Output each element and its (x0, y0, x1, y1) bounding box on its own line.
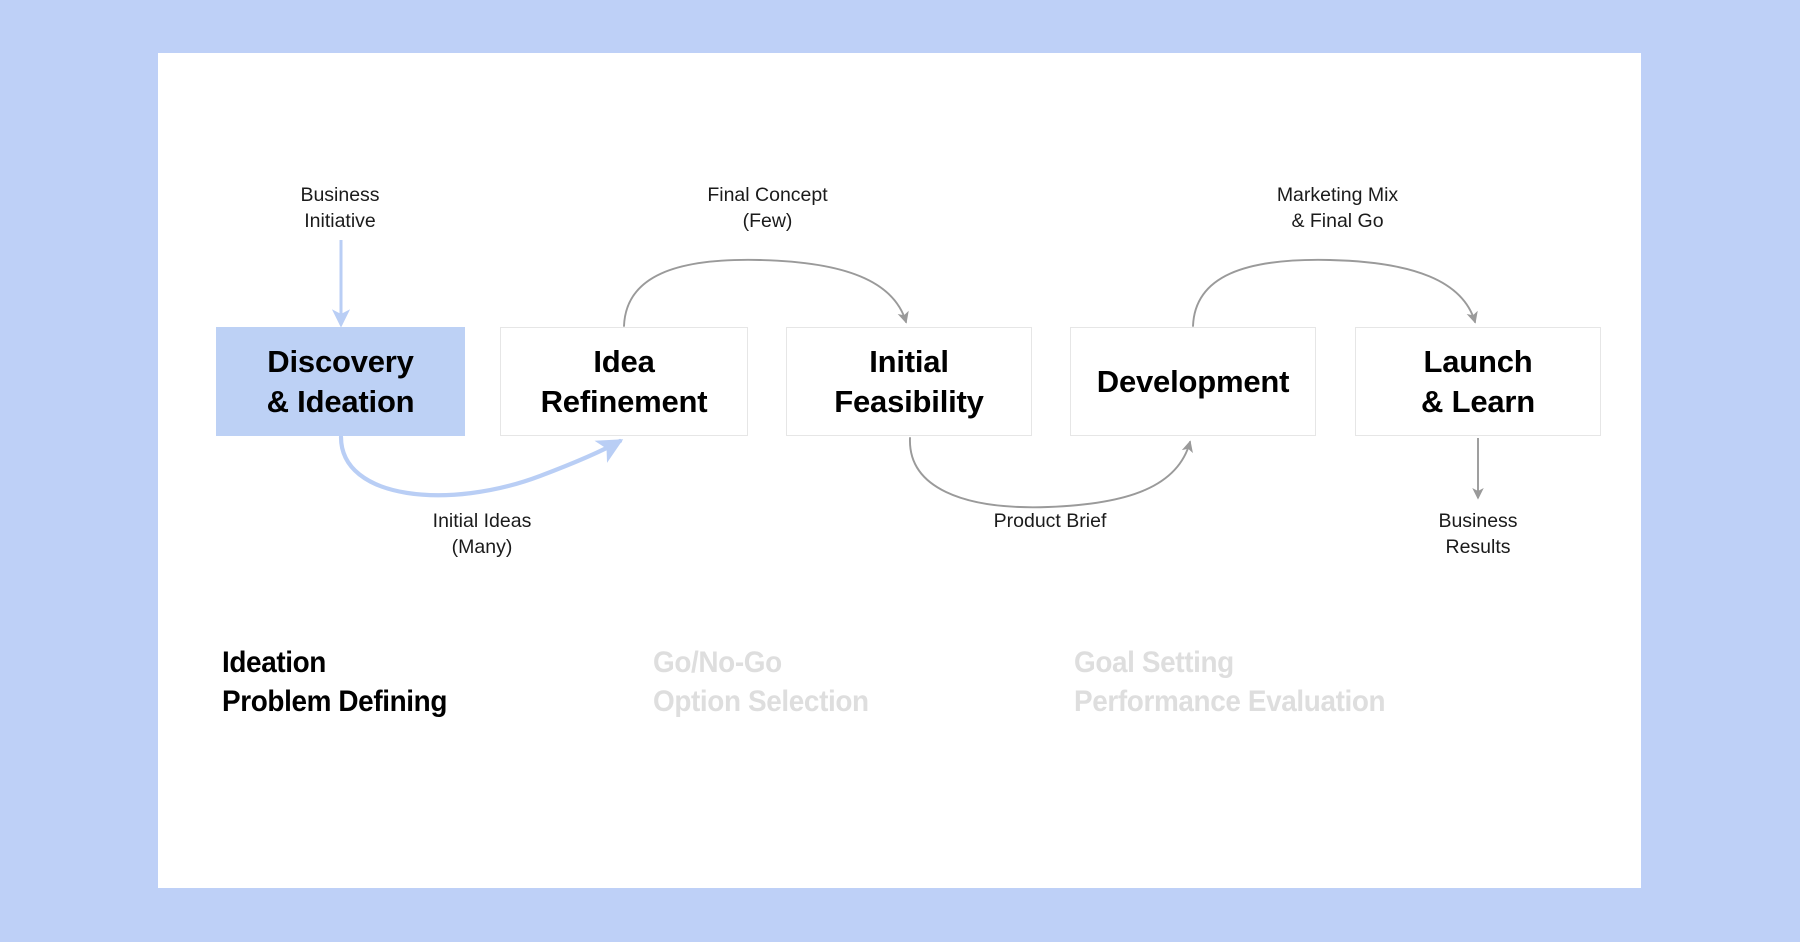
stage-box-initial-feasibility[interactable]: Initial Feasibility (786, 327, 1032, 436)
flow-label-marketing-mix: Marketing Mix & Final Go (1276, 184, 1399, 233)
stage-box-label: Discovery & Ideation (266, 343, 415, 419)
activity-label-goal-setting-performance-evaluation: Goal Setting Performance Evaluation (1074, 646, 1386, 718)
flow-label-initial-ideas: Initial Ideas (Many) (432, 510, 532, 559)
diagram-card (158, 53, 1641, 888)
stage-box-discovery-ideation[interactable]: Discovery & Ideation (216, 327, 465, 436)
stage-box-label: Launch & Learn (1420, 343, 1536, 419)
stage-box-label: Idea Refinement (540, 343, 708, 419)
activity-label-ideation-problem-defining: Ideation Problem Defining (222, 646, 448, 718)
stage-box-label: Development (1096, 363, 1290, 399)
stage-box-label: Initial Feasibility (834, 343, 984, 419)
flow-label-product-brief: Product Brief (993, 510, 1107, 532)
flow-label-business-results: Business Results (1438, 510, 1518, 559)
flow-label-final-concept: Final Concept (Few) (707, 184, 828, 233)
flow-label-business-initiative: Business Initiative (300, 184, 380, 233)
stage-box-idea-refinement[interactable]: Idea Refinement (500, 327, 748, 436)
stage-box-development[interactable]: Development (1070, 327, 1316, 436)
stage-box-launch-learn[interactable]: Launch & Learn (1355, 327, 1601, 436)
activity-label-go-no-go-option-selection: Go/No-Go Option Selection (653, 646, 869, 718)
